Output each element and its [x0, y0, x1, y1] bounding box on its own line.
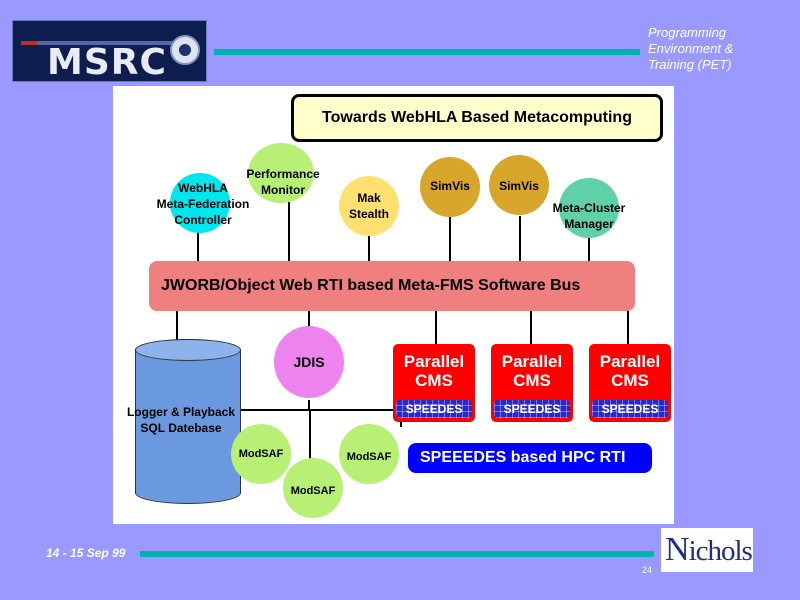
jdis-node	[274, 326, 344, 398]
program-title-line: Environment &	[648, 41, 734, 56]
modsaf-label-1: ModSAF	[238, 448, 284, 460]
navy-seal-icon	[170, 35, 200, 65]
connector-modsaf-3	[309, 409, 311, 459]
simvis-node-2	[489, 155, 549, 215]
meta-cluster-label: Meta-Cluster Manager	[539, 200, 639, 232]
meta-cluster-label-line: Meta-Cluster	[552, 201, 626, 215]
performance-label: Performance Monitor	[233, 166, 333, 198]
database-cylinder-top	[135, 339, 241, 361]
parallel-cms-block-3: Parallel CMS SPEEDES	[589, 344, 671, 422]
nichols-logo-text: Nichols	[665, 531, 753, 568]
database-cylinder	[135, 339, 241, 504]
program-title-line: Training (PET)	[648, 57, 732, 72]
webhla-label: WebHLA Meta-Federation Controller	[143, 180, 263, 228]
database-label-line: Logger & Playback	[126, 405, 236, 419]
header-accent-bar	[214, 49, 640, 55]
performance-label-line: Monitor	[261, 183, 305, 197]
connector-meta-cluster	[588, 236, 590, 262]
stealth-label-line: Stealth	[348, 207, 389, 221]
program-title: Programming Environment & Training (PET)	[648, 25, 798, 73]
modsaf-label-2: ModSAF	[346, 451, 392, 463]
webhla-node	[170, 173, 230, 233]
connector-cms-1	[435, 310, 437, 350]
jdis-label: JDIS	[293, 354, 325, 370]
hpc-rti-box: SPEEEDES based HPC RTI	[408, 443, 652, 473]
connector-cms-3	[627, 310, 629, 350]
connector-jdis-tree	[308, 400, 310, 410]
webhla-label-line: WebHLA	[178, 181, 228, 195]
connector-jdis	[308, 310, 310, 326]
parallel-cms-block-2: Parallel CMS SPEEDES	[491, 344, 573, 422]
parallel-cms-title-line: Parallel	[403, 352, 465, 371]
database-label-line: SQL Datebase	[140, 421, 222, 435]
msrc-logo: MSRC	[12, 20, 207, 82]
parallel-cms-title-line: Parallel	[501, 352, 563, 371]
performance-label-line: Performance	[246, 167, 320, 181]
presentation-date: 14 - 15 Sep 99	[46, 546, 126, 560]
nichols-logo: Nichols	[661, 528, 753, 572]
meta-cluster-node	[559, 178, 619, 238]
parallel-cms-title: Parallel CMS	[589, 352, 671, 390]
connector-database	[176, 310, 178, 341]
stealth-node	[339, 176, 399, 236]
parallel-cms-title: Parallel CMS	[491, 352, 573, 390]
parallel-cms-block-1: Parallel CMS SPEEDES	[393, 344, 475, 422]
connector-simvis-1	[449, 216, 451, 262]
webhla-label-line: Meta-Federation	[156, 197, 250, 211]
diagram-title: Towards WebHLA Based Metacomputing	[291, 94, 663, 142]
stealth-label-line: Mak	[357, 191, 381, 205]
connector-simvis-2	[519, 216, 521, 262]
diagram-panel: Towards WebHLA Based Metacomputing WebHL…	[113, 86, 674, 524]
parallel-cms-title-line: CMS	[611, 371, 649, 390]
parallel-cms-title-line: Parallel	[599, 352, 661, 371]
meta-cluster-label-line: Manager	[564, 217, 614, 231]
software-bus: JWORB/Object Web RTI based Meta-FMS Soft…	[149, 261, 635, 311]
connector-cms-2	[530, 310, 532, 350]
parallel-cms-title-line: CMS	[415, 371, 453, 390]
webhla-label-line: Controller	[174, 213, 232, 227]
stealth-label: Mak Stealth	[329, 190, 409, 222]
database-label: Logger & Playback SQL Datebase	[113, 404, 249, 436]
logo-msrc-text: MSRC	[47, 42, 167, 83]
page-number: 24	[642, 565, 653, 575]
connector-stealth	[368, 236, 370, 262]
simvis-node-1	[420, 157, 480, 217]
speedes-label: SPEEDES	[592, 400, 668, 418]
modsaf-node-3	[283, 458, 343, 518]
simvis-label-1: SimVis	[430, 179, 470, 193]
performance-node	[248, 143, 314, 203]
program-title-line: Programming	[648, 25, 727, 40]
modsaf-label-3: ModSAF	[290, 485, 336, 497]
speedes-label: SPEEDES	[396, 400, 472, 418]
simvis-label-2: SimVis	[499, 179, 539, 193]
speedes-label: SPEEDES	[494, 400, 570, 418]
connector-webhla	[197, 228, 199, 262]
parallel-cms-title-line: CMS	[513, 371, 551, 390]
modsaf-node-1	[231, 424, 291, 484]
modsaf-node-2	[339, 424, 399, 484]
connector-performance	[288, 196, 290, 262]
footer-accent-bar	[140, 551, 654, 557]
logo-stripe	[21, 41, 197, 45]
parallel-cms-title: Parallel CMS	[393, 352, 475, 390]
